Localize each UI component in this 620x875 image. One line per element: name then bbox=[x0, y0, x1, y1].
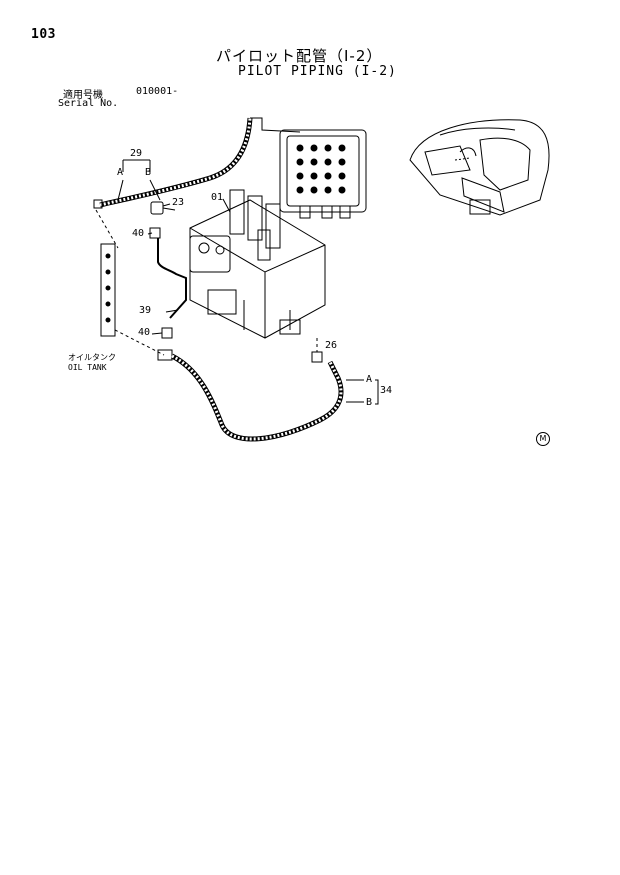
callout-b-bottom: B bbox=[366, 397, 373, 408]
elbow-23 bbox=[150, 201, 176, 215]
callout-01: 01 bbox=[211, 192, 224, 203]
callout-40-bottom: 40 bbox=[138, 327, 151, 338]
page-title-jp: パイロット配管（I-2） bbox=[216, 47, 383, 65]
hose-34 bbox=[170, 353, 344, 442]
page-title-en: PILOT PIPING (I-2) bbox=[238, 64, 397, 79]
callout-34: 34 bbox=[380, 385, 393, 396]
pilot-valve-block bbox=[279, 129, 367, 219]
serial-label-en: Serial No. bbox=[58, 98, 119, 109]
oil-tank-plate bbox=[100, 243, 116, 337]
fitting-40-bottom bbox=[161, 327, 173, 339]
tank-fitting bbox=[157, 349, 173, 361]
oil-tank-label-jp: オイルタンク bbox=[68, 353, 116, 362]
serial-label-jp: 適用号機 bbox=[63, 90, 103, 101]
callout-a-bottom: A bbox=[366, 374, 373, 385]
callout-29: 29 bbox=[130, 148, 143, 159]
excavator-cab-inset bbox=[409, 119, 550, 216]
callout-39: 39 bbox=[139, 305, 152, 316]
page-number: 103 bbox=[31, 27, 56, 42]
callout-26: 26 bbox=[325, 340, 338, 351]
pipe-39 bbox=[157, 238, 187, 319]
bracket-34 bbox=[375, 379, 379, 405]
control-valve bbox=[189, 189, 326, 339]
fitting-26 bbox=[311, 351, 323, 363]
callout-a-top: A bbox=[117, 167, 124, 178]
callout-40-top: 40 bbox=[132, 228, 145, 239]
callout-23: 23 bbox=[172, 197, 185, 208]
fitting-left bbox=[93, 199, 103, 209]
mark-m-icon: M bbox=[536, 432, 550, 446]
leader-tank bbox=[95, 209, 119, 249]
serial-value: 010001- bbox=[136, 86, 179, 97]
callout-b-top: B bbox=[145, 167, 152, 178]
oil-tank-label-en: OIL TANK bbox=[68, 363, 107, 372]
hose-29 bbox=[99, 117, 253, 208]
